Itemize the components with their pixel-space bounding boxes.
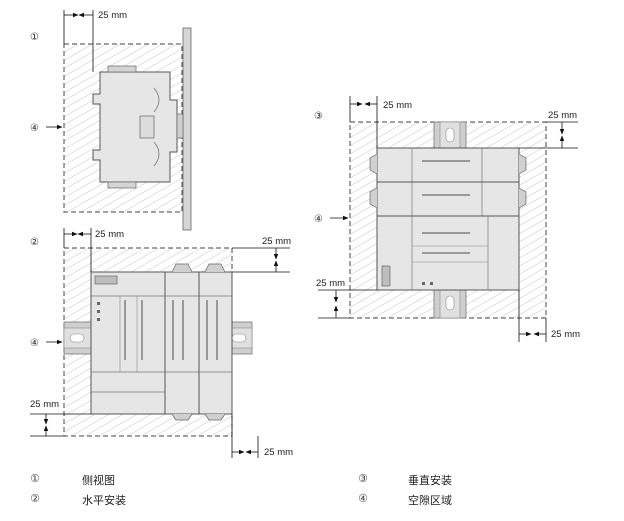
dim-label-bottom-left: 25 mm bbox=[30, 399, 59, 410]
dim-label-top: 25 mm bbox=[383, 100, 412, 111]
callout-1: ① bbox=[30, 32, 39, 43]
vertical-installation-panel: 25 mm 25 mm 25 mm 25 mm ③ ④ bbox=[314, 96, 580, 342]
dim-label-top-right: 25 mm bbox=[262, 236, 291, 247]
legend-num-1: ① bbox=[30, 472, 40, 485]
callout-4-vertical: ④ bbox=[314, 214, 323, 225]
legend: ① 侧视图 ② 水平安装 ③ 垂直安装 ④ 空隙区域 bbox=[0, 470, 624, 520]
mounting-panel bbox=[182, 27, 192, 231]
expansion-module bbox=[198, 263, 233, 421]
dim-label-right: 25 mm bbox=[548, 110, 577, 121]
module-side-profile bbox=[92, 65, 184, 189]
callout-2: ② bbox=[30, 237, 39, 248]
legend-label-horizontal: 水平安装 bbox=[82, 494, 126, 507]
legend-num-2: ② bbox=[30, 492, 40, 505]
expansion-module bbox=[369, 181, 527, 217]
horizontal-installation-panel: 25 mm 25 mm 25 mm 25 mm ② ④ bbox=[30, 228, 293, 458]
dim-label-bottom-right: 25 mm bbox=[264, 447, 293, 458]
side-view-panel: 25 mm ① ④ bbox=[30, 10, 192, 231]
callout-3: ③ bbox=[314, 111, 323, 122]
expansion-module bbox=[369, 147, 527, 183]
installation-clearance-diagram: 25 mm ① ④ bbox=[30, 10, 580, 458]
legend-num-4: ④ bbox=[358, 492, 368, 505]
legend-label-clearance: 空隙区域 bbox=[408, 494, 452, 507]
callout-4-side: ④ bbox=[30, 123, 39, 134]
callout-4-horizontal: ④ bbox=[30, 338, 39, 349]
dim-label-bottom-left: 25 mm bbox=[316, 278, 345, 289]
cpu-module bbox=[90, 271, 166, 415]
dim-label-bottom-right: 25 mm bbox=[551, 329, 580, 340]
cpu-module bbox=[376, 215, 520, 291]
terminal-dots bbox=[97, 300, 218, 360]
legend-label-side-view: 侧视图 bbox=[82, 474, 115, 487]
legend-label-vertical: 垂直安装 bbox=[408, 474, 452, 487]
dim-label-top-left: 25 mm bbox=[95, 229, 124, 240]
legend-num-3: ③ bbox=[358, 472, 368, 485]
dim-label-top: 25 mm bbox=[98, 10, 127, 21]
